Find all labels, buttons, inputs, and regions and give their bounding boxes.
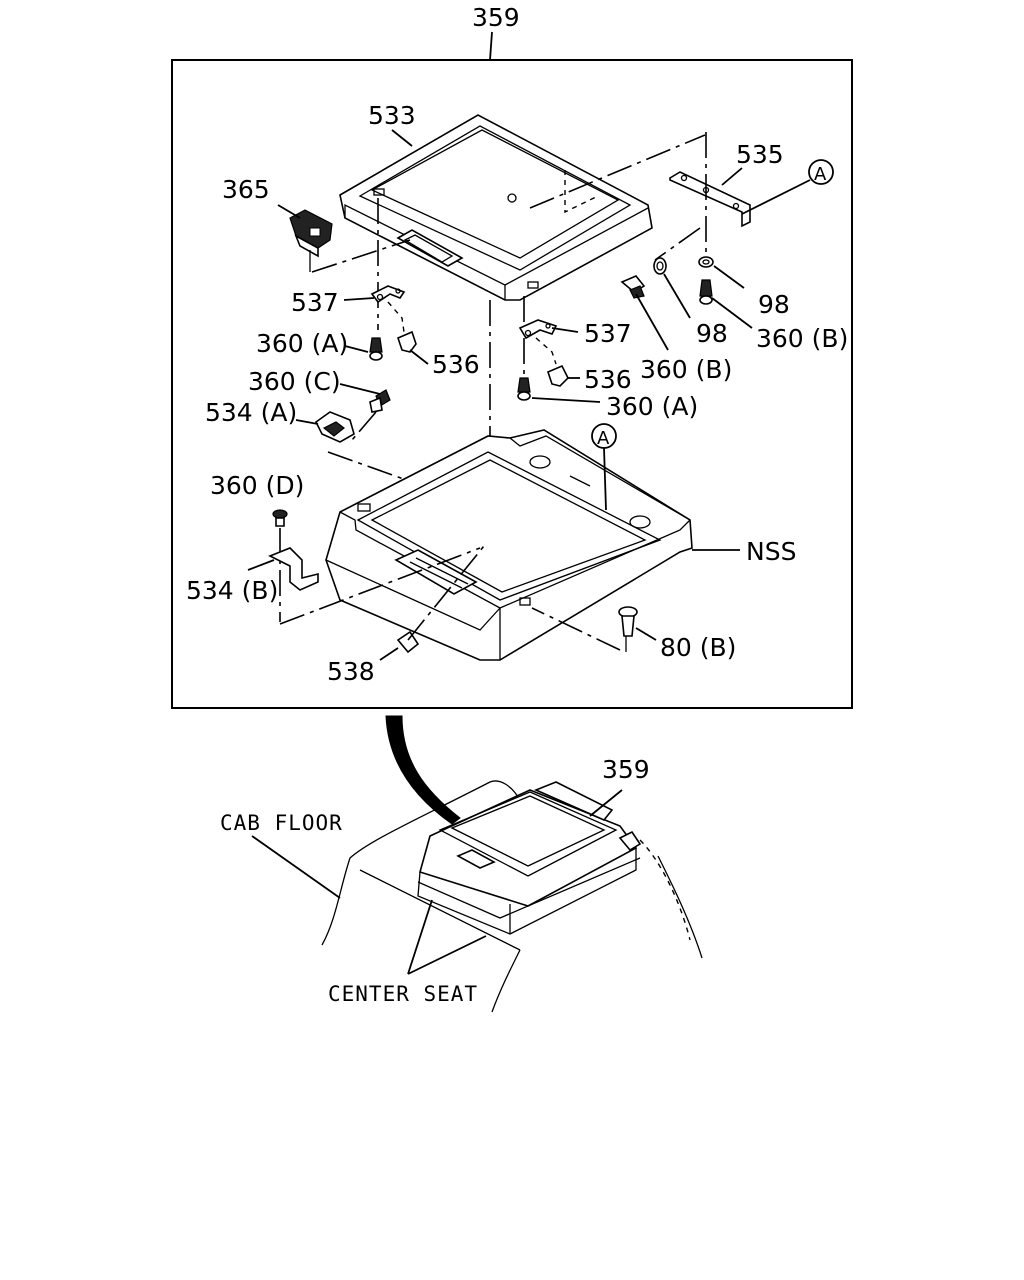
leader-534a [295, 419, 319, 425]
label-359-location: 359 [602, 755, 650, 784]
label-360a-left: 360 (A) [256, 329, 348, 358]
axis-lid-to-535 [529, 134, 706, 209]
label-360d: 360 (D) [210, 471, 304, 500]
label-center-seat: CENTER SEAT [328, 982, 478, 1006]
label-536-right: 536 [584, 365, 632, 394]
lid-533 [339, 114, 653, 301]
axis-365 [311, 239, 411, 273]
leader-537-left [343, 297, 375, 301]
clip-536-right [547, 364, 569, 387]
axis-538 [407, 545, 485, 641]
bolt-80b [618, 606, 638, 637]
label-533: 533 [368, 101, 416, 130]
axis-534a [327, 451, 413, 483]
bracket-534b [268, 547, 319, 591]
label-360c: 360 (C) [248, 367, 341, 396]
label-80b: 80 (B) [660, 633, 736, 662]
base-body [325, 429, 693, 661]
leader-360c [339, 383, 381, 395]
leader-535 [721, 167, 743, 186]
screw-360b-right [699, 279, 713, 305]
location-arrow [385, 715, 461, 825]
leader-360a-left [344, 345, 369, 353]
label-538: 538 [327, 657, 375, 686]
screw-360a-left [369, 337, 383, 361]
label-359-top: 359 [472, 3, 520, 32]
screw-360d [272, 509, 288, 527]
leader-537-right [551, 327, 579, 333]
leader-center-seat-1 [407, 899, 433, 975]
clip-538 [396, 630, 420, 654]
bracket-537-left [370, 285, 406, 304]
label-537-right: 537 [584, 319, 632, 348]
bracket-535 [669, 171, 751, 228]
label-535: 535 [736, 140, 784, 169]
label-534b: 534 (B) [186, 576, 278, 605]
label-365: 365 [222, 175, 270, 204]
label-360a-right: 360 (A) [606, 392, 698, 421]
exploded-view-frame [171, 59, 853, 709]
label-98-right: 98 [758, 290, 790, 319]
leader-cab-floor [251, 835, 341, 899]
leader-a-body [603, 447, 607, 511]
leader-98-mid [663, 273, 691, 319]
label-360b-right: 360 (B) [756, 324, 848, 353]
location-view: 359 CAB FLOOR CENTER SEAT [220, 715, 703, 1013]
console-359 [417, 781, 642, 935]
leader-360b-right [711, 297, 753, 329]
label-cab-floor: CAB FLOOR [220, 811, 343, 835]
screw-360b-mid [620, 275, 646, 299]
leader-360b-mid [635, 293, 669, 351]
leader-360a-right [531, 397, 601, 403]
clip-536-left [397, 330, 417, 353]
label-98-mid: 98 [696, 319, 728, 348]
exploded-view: 359 533 535 [171, 3, 853, 709]
leader-534b [247, 559, 275, 571]
axis-534b [279, 547, 481, 625]
label-360b-mid: 360 (B) [640, 355, 732, 384]
label-ref-a-top: A [814, 164, 827, 185]
washer-98-mid [653, 257, 667, 275]
label-534a: 534 (A) [205, 398, 297, 427]
latch-534a [314, 411, 355, 443]
axis-80b [531, 607, 621, 651]
leader-a-top [741, 179, 811, 215]
label-536-left: 536 [432, 350, 480, 379]
leader-359-location [589, 789, 623, 817]
leader-533 [391, 129, 413, 147]
label-ref-a-body: A [597, 428, 610, 449]
cab-floor-outline [321, 780, 521, 946]
leader-98-right [713, 265, 745, 289]
leader-365 [277, 204, 301, 219]
washer-98-right [698, 256, 714, 268]
switch-365 [289, 209, 333, 258]
leader-536-left [409, 349, 429, 365]
screw-360a-right [517, 377, 531, 401]
axis-a-to-98 [654, 227, 701, 261]
top-leader [489, 31, 493, 61]
leader-538 [379, 647, 399, 661]
leader-center-seat-2 [407, 935, 487, 975]
label-537-left: 537 [291, 288, 339, 317]
label-nss: NSS [746, 537, 796, 566]
axis-360c [351, 411, 377, 441]
bracket-537-right [518, 319, 558, 340]
leader-80b [635, 627, 657, 641]
ref-circle-a-top [808, 159, 834, 185]
